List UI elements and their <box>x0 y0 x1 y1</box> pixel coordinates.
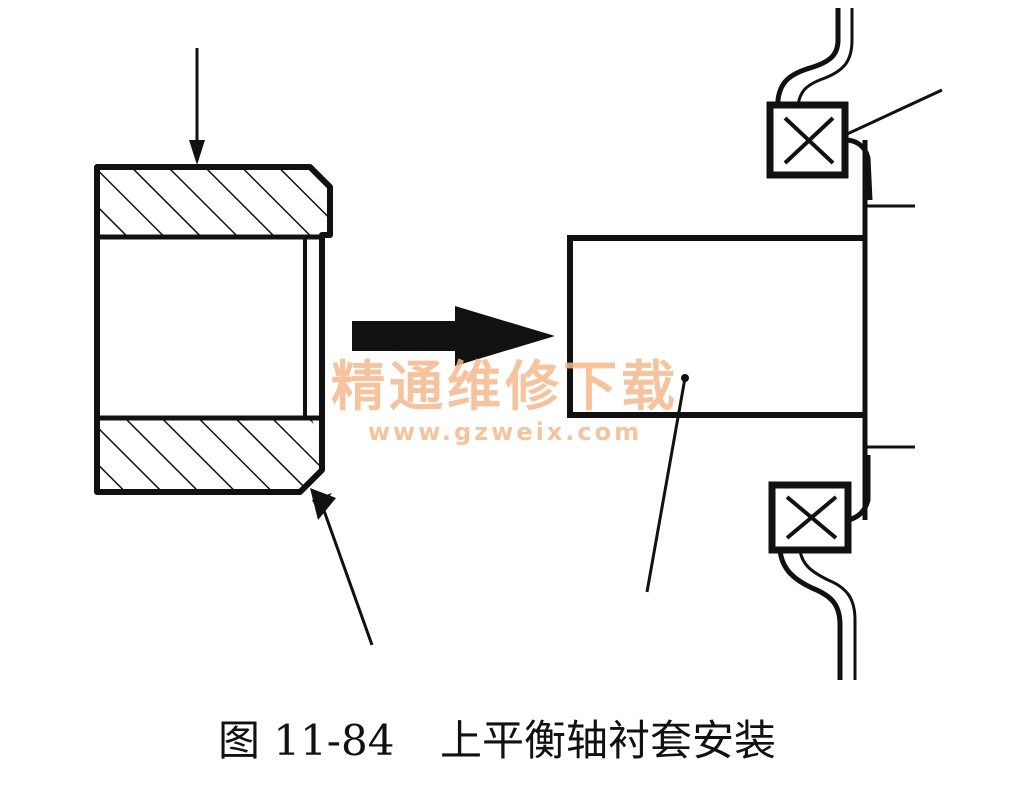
housing-upper-curve <box>844 137 873 201</box>
top-leader-arrow <box>189 48 205 165</box>
bushing-top-wall-hatch <box>97 167 330 235</box>
housing-lower-profile-outer <box>798 549 857 680</box>
caption-number: 图 11-84 <box>218 716 394 765</box>
bushing-bottom-wall-hatch <box>97 420 320 490</box>
figure-caption: 图 11-84 上平衡轴衬套安装 <box>218 716 776 765</box>
housing-lower-curve <box>847 455 871 523</box>
watermark-name: 精通维修下载 <box>331 355 679 418</box>
watermark: 精通维修下载 www.gzweix.com <box>331 355 679 446</box>
housing-upper-profile-outer <box>796 8 854 106</box>
install-direction-arrow <box>352 306 555 366</box>
bushing-section <box>94 164 333 495</box>
bearing-leader-line <box>844 88 943 137</box>
chamfer-leader-arrow <box>310 488 374 646</box>
housing-lower-profile <box>777 549 843 680</box>
housing-upper-profile <box>775 8 841 105</box>
watermark-url: www.gzweix.com <box>368 418 642 446</box>
lower-bearing <box>768 481 852 554</box>
shaft-assembly <box>567 8 943 680</box>
upper-bearing <box>766 101 849 179</box>
shaft-journal <box>567 235 865 418</box>
shaft-leader-line <box>645 377 687 593</box>
caption-title: 上平衡轴衬套安装 <box>440 716 776 765</box>
shaft-leader-dot <box>681 374 689 382</box>
